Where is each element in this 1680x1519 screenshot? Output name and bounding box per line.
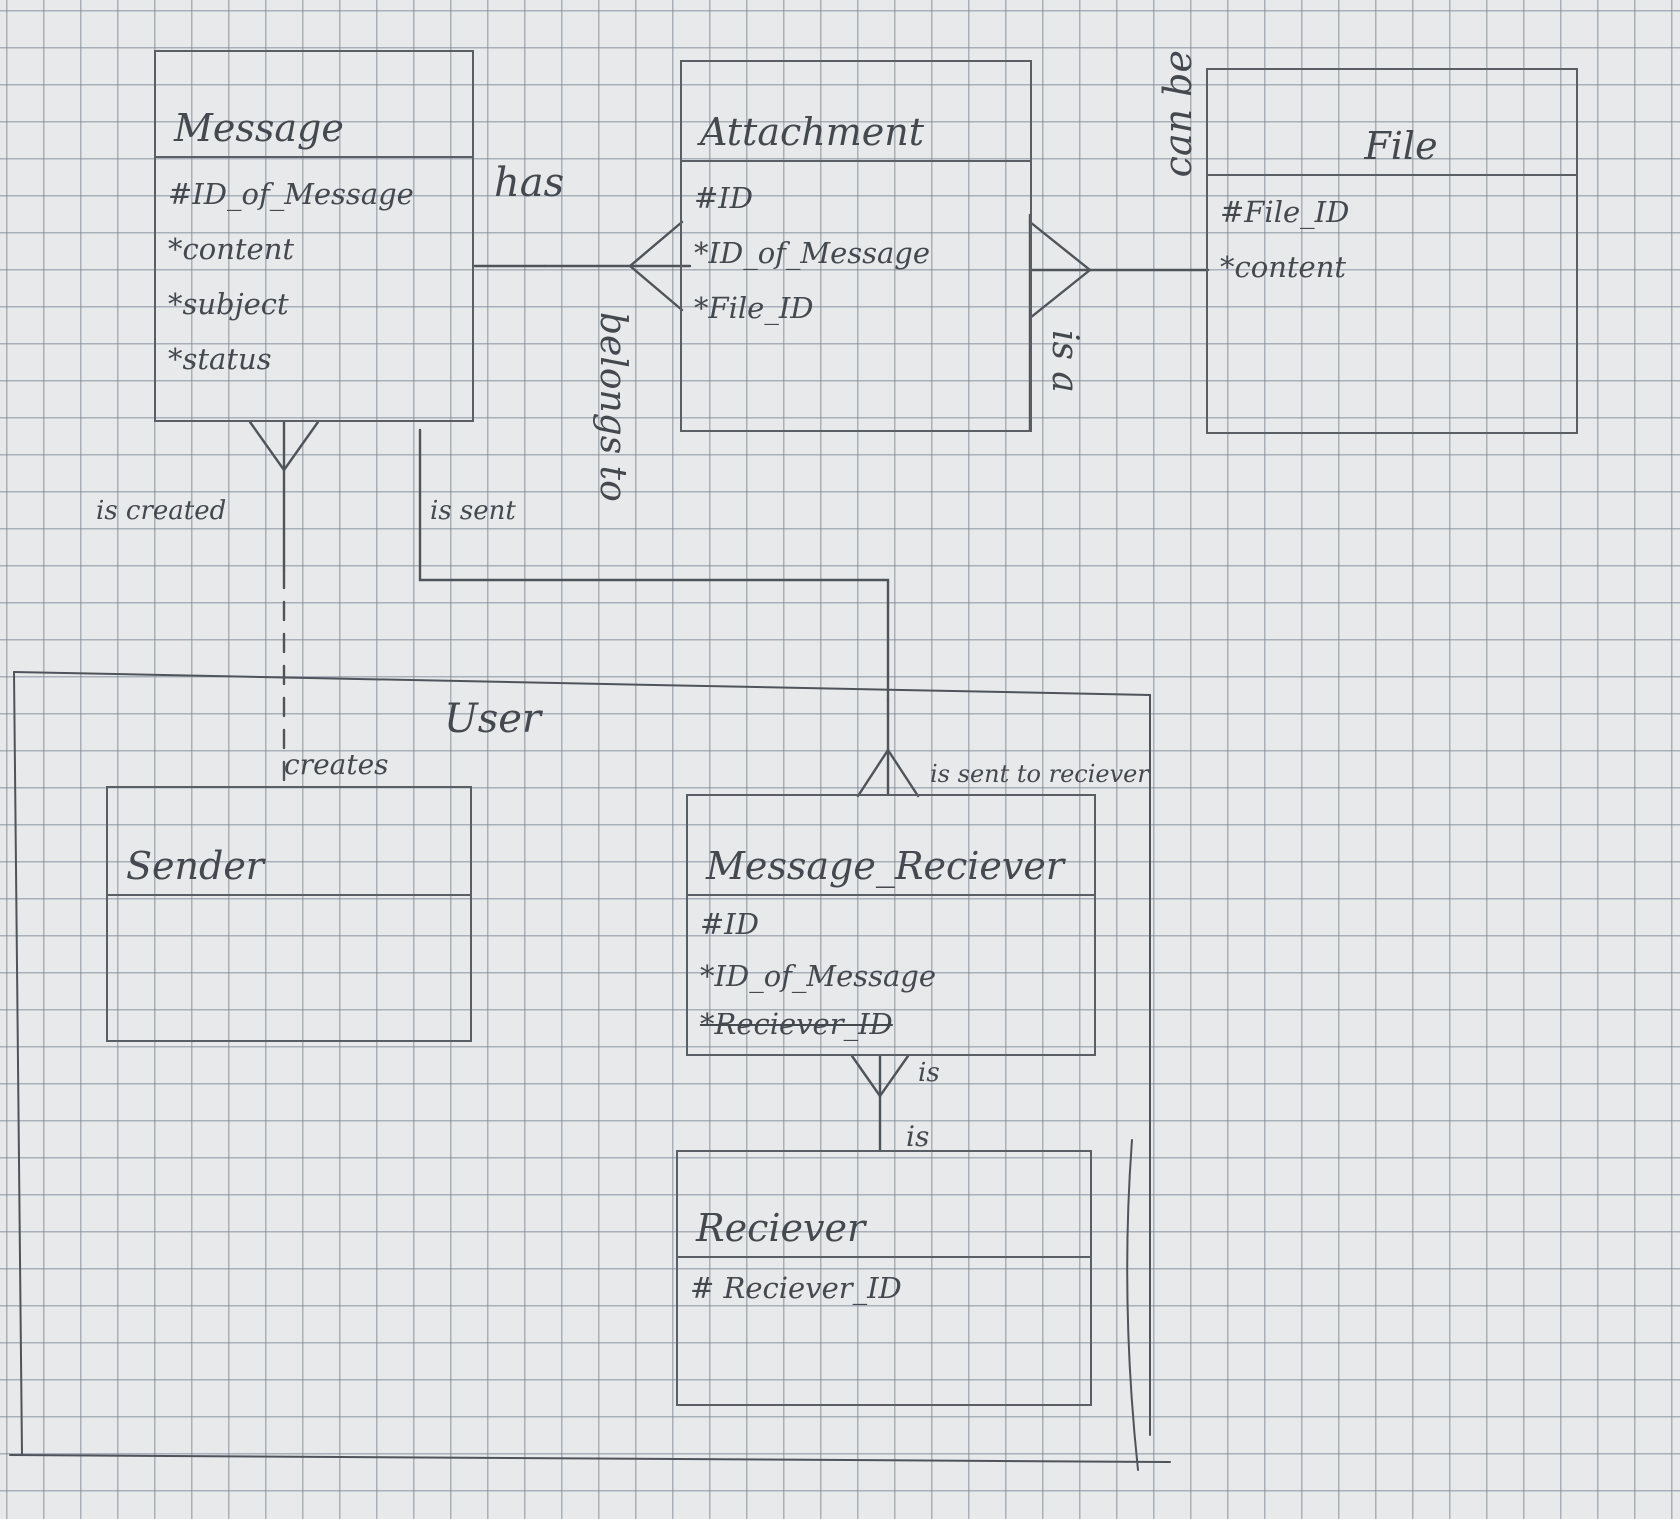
- attribute: #File_ID: [1220, 195, 1350, 229]
- entity-message-reciever-title: Message_Reciever: [688, 796, 1094, 896]
- attribute: #ID: [700, 907, 760, 941]
- entity-attachment-attributes: #ID *ID_of_Message *File_ID: [682, 162, 1030, 339]
- crowfoot-message-right: [282, 420, 320, 472]
- attribute: *ID_of_Message: [700, 959, 937, 993]
- entity-reciever: Reciever # Reciever_ID: [676, 1150, 1092, 1406]
- crowfoot-mr2-right: [878, 1054, 910, 1098]
- crowfoot-attachment-top: [628, 220, 684, 268]
- crowfoot-file-bottom: [1028, 268, 1092, 320]
- label-creates: creates: [284, 748, 389, 781]
- label-is-sent: is sent: [430, 496, 516, 526]
- attribute: *Reciever_ID: [700, 1000, 1094, 1044]
- crowfoot-file-top: [1028, 220, 1092, 272]
- entity-reciever-attributes: # Reciever_ID: [678, 1258, 1090, 1319]
- user-supertype-box-bottom: [9, 1454, 1171, 1463]
- bracket-line: [1126, 1139, 1139, 1471]
- attribute: *subject: [168, 287, 289, 321]
- label-belongs-to: belongs to: [592, 312, 633, 502]
- entity-message-reciever: Message_Reciever #ID *ID_of_Message *Rec…: [686, 794, 1096, 1056]
- entity-message-reciever-attributes: #ID *ID_of_Message *Reciever_ID: [688, 896, 1094, 1044]
- entity-message: Message #ID_of_Message *content *subject…: [154, 50, 474, 422]
- label-is-a: is a: [1044, 330, 1085, 393]
- user-supertype-box-top-right: [13, 671, 1151, 1436]
- label-user: User: [444, 696, 542, 742]
- attribute: *ID_of_Message: [694, 236, 931, 270]
- crowfoot-mr-right: [886, 748, 920, 798]
- crowfoot-mr2-left: [850, 1054, 882, 1098]
- label-has: has: [494, 160, 565, 206]
- attribute: #ID: [694, 181, 754, 215]
- entity-file-title: File: [1208, 70, 1576, 176]
- entity-file-attributes: #File_ID *content: [1208, 176, 1576, 298]
- label-is-created: is created: [96, 496, 227, 526]
- entity-file: File #File_ID *content: [1206, 68, 1578, 434]
- entity-attachment: Attachment #ID *ID_of_Message *File_ID: [680, 60, 1032, 432]
- message-messagereciever-line-solid: [418, 428, 890, 702]
- entity-attachment-title: Attachment: [682, 62, 1030, 162]
- attribute: *status: [168, 342, 272, 376]
- crowfoot-attachment-bottom: [628, 264, 684, 312]
- entity-message-title: Message: [156, 52, 472, 158]
- attribute: *content: [1220, 250, 1347, 284]
- entity-sender-title: Sender: [108, 788, 470, 896]
- attribute: #ID_of_Message: [168, 177, 414, 211]
- attribute: *File_ID: [694, 291, 814, 325]
- attribute: *content: [168, 232, 295, 266]
- entity-sender: Sender: [106, 786, 472, 1042]
- user-supertype-box-left: [13, 671, 23, 1456]
- label-is-lower: is: [906, 1120, 930, 1153]
- label-is-sent-to-reciever: is sent to reciever: [930, 760, 1149, 788]
- crowfoot-mr-left: [856, 748, 890, 798]
- attribute-text: *Reciever_ID: [700, 1007, 893, 1041]
- crowfoot-message-left: [248, 420, 286, 472]
- label-can-be: can be: [1156, 50, 1200, 178]
- entity-reciever-title: Reciever: [678, 1152, 1090, 1258]
- attribute: # Reciever_ID: [690, 1271, 902, 1305]
- label-is: is: [918, 1058, 940, 1088]
- entity-message-attributes: #ID_of_Message *content *subject *status: [156, 158, 472, 390]
